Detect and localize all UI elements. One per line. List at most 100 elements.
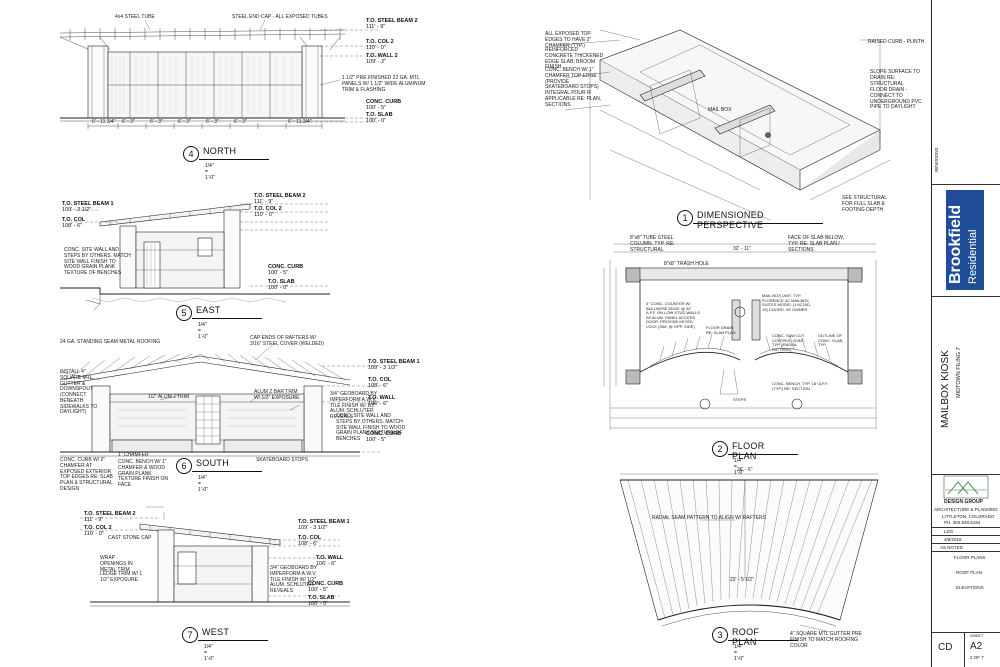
note-south-z-bar: ALUM Z BAR TRIM W/ 1/2" EXPOSURE xyxy=(254,390,302,402)
note-floor-drain: FLOOR DRAIN RE: SLAB PLAN xyxy=(706,326,736,335)
east-window xyxy=(198,238,212,256)
note-north-panels: 1 1/2" PRE FINISHED 22 GA. MTL PANELS W/… xyxy=(342,76,438,93)
sheet-contents-2: ROOF PLAN xyxy=(956,570,982,575)
west-column-left xyxy=(158,530,174,602)
sheet-label: SHEET xyxy=(970,634,983,639)
roof-plan xyxy=(620,474,878,632)
level-marker: T.O. COL 2110' - 0" xyxy=(366,40,394,52)
note-east-site-wall: CONC. SITE WALL AND STEPS BY OTHERS. MAT… xyxy=(64,248,132,277)
level-marker: T.O. STEEL BEAM 1109' - 3 1/2" xyxy=(298,520,350,532)
note-perspective-bench: CONC. BENCH W/ 1" CHAMFER TOP EDGE (PROV… xyxy=(545,68,603,108)
view-name: NORTH xyxy=(203,146,236,156)
note-south-gutter: INSTALL 4" SQUARE MTL GUTTER & DOWNSPOUT… xyxy=(60,370,104,416)
note-south-bench: CONC. BENCH W/ 1" CHAMFER & WOOD GRAIN P… xyxy=(118,460,176,489)
note-perspective-slope: SLOPE SURFACE TO DRAIN RE: STRUCTURAL xyxy=(870,70,922,87)
level-marker: T.O. STEEL BEAM 2111' - 9" xyxy=(84,512,136,524)
north-column-right xyxy=(302,46,322,118)
view-scale: 1/4" = 1'-0" xyxy=(198,475,208,493)
note-north-endcap: STEEL END CAP - ALL EXPOSED TUBES xyxy=(232,15,328,21)
note-perspective-mailbox: MAIL BOX xyxy=(708,108,731,114)
level-marker: T.O. STEEL BEAM 2111' - 9" xyxy=(254,194,306,206)
north-elevation xyxy=(60,20,380,129)
note-roof-span: 36' - 6" xyxy=(737,468,753,474)
level-marker: T.O. STEEL BEAM 1109' - 3 1/2" xyxy=(368,360,420,372)
note-floor-counter: 3" CONC. COUNTER W/ BULLNOSE EDGE @ 32" … xyxy=(646,302,700,330)
level-marker: T.O. STEEL BEAM 2111' - 9" xyxy=(366,19,418,31)
note-south-curb: CONC. CURB W/ 2" CHAMFER AT EXPOSED EXTE… xyxy=(60,458,116,493)
note-perspective-structural: SEE STRUCTURAL FOR FULL SLAB & FOOTING D… xyxy=(842,196,896,213)
view-number: 4 xyxy=(183,146,199,162)
view-name: SOUTH xyxy=(196,458,229,468)
north-column-left xyxy=(88,46,108,118)
note-north-tube: 4x4 STEEL TUBE xyxy=(115,15,155,21)
view-scale: 1/4" = 1'-0" xyxy=(198,322,208,340)
west-column-right xyxy=(252,546,268,602)
view-name: DIMENSIONED PERSPECTIVE xyxy=(697,210,764,230)
dim-label: 6' - 3" xyxy=(178,120,191,126)
note-south-site-wall: CONC. SITE WALL AND STEPS BY OTHERS. MAT… xyxy=(336,414,406,443)
view-scale: 1/4" = 1'-0" xyxy=(205,163,215,181)
view-name: WEST xyxy=(202,627,229,637)
south-column-right xyxy=(304,386,322,452)
view-number: 5 xyxy=(176,305,192,321)
firm-city: LITTLETON, COLORADO xyxy=(942,514,994,519)
issue-date: 4/8/2016 xyxy=(944,537,962,542)
east-door xyxy=(144,242,160,288)
view-scale: 1/4" = 1'-0" xyxy=(734,644,744,662)
note-floor-trash-hole: 8"x8" TRASH HOLE xyxy=(664,262,709,268)
note-roof-seam: RADIAL SEAM PATTERN TO ALIGN W/ RAFTERS xyxy=(652,516,766,522)
note-floor-steps: STEPS xyxy=(733,398,746,403)
note-south-skateboard-stops: SKATEBOARD STOPS xyxy=(256,458,308,464)
west-window xyxy=(178,552,196,584)
east-column-right xyxy=(224,210,240,288)
sheet-contents-3: ELEVATIONS xyxy=(956,585,984,590)
revision-header: REVISIONS xyxy=(934,147,939,172)
firm-tagline: ARCHITECTURE & PLANNING xyxy=(934,507,998,512)
note-west-ledge: LEDGE TRIM W/ 1 1/2" EXPOSURE xyxy=(100,572,146,584)
note-south-rafter-caps: CAP ENDS OF RAFTERS W/ 3/16" STEEL COVER… xyxy=(250,336,328,348)
south-bench-right xyxy=(224,440,302,452)
view-number: 6 xyxy=(176,458,192,474)
level-marker: T.O. COL108' - 6" xyxy=(298,536,321,548)
note-floor-slab-face: FACE OF SLAB BELOW, TYP. RE: SLAB PLAN /… xyxy=(788,236,848,253)
view-number: 3 xyxy=(712,627,728,643)
note-floor-span: 32' - 11" xyxy=(733,247,751,253)
dim-label: 6' - 3" xyxy=(234,120,247,126)
note-floor-columns: 8"x8" TUBE STEEL COLUMN, TYP. RE: STRUCT… xyxy=(630,236,690,253)
level-marker: T.O. WALL 2109' - 2" xyxy=(366,54,398,66)
note-floor-mailbox-unit: MAIL BOX UNIT, TYP. FLORENCE 4C MAILBOX … xyxy=(762,294,812,312)
sheet-contents-1: FLOOR PLANS xyxy=(954,555,986,560)
title-block: REVISIONS Brookfield Residential MAILBOX… xyxy=(931,0,1000,667)
south-bench-left xyxy=(112,440,192,452)
note-west-cap: CAST STONE CAP xyxy=(108,536,151,542)
firm-phone: PH. 303.948.6194 xyxy=(944,520,980,525)
note-floor-saw-cut: CONC. SAW CUT CONTROL JOINT, TYP. (RADIA… xyxy=(772,334,812,352)
level-marker: CONC. CURB100' - 5" xyxy=(268,265,303,277)
level-marker: T.O. COL108' - 6" xyxy=(62,218,85,230)
level-marker: T.O. COL 2110' - 0" xyxy=(254,207,282,219)
client-logo-subword: Residential xyxy=(965,230,981,284)
level-marker: T.O. SLAB100' - 0" xyxy=(366,113,393,125)
floor-plan-north-wall xyxy=(626,268,862,280)
dim-label: 6' - 3" xyxy=(122,120,135,126)
view-name: EAST xyxy=(196,305,221,315)
floor-drain xyxy=(766,133,771,138)
sheet-number: A2 xyxy=(970,641,982,653)
project-subdivision: MIDTOWN FILING 7 xyxy=(956,347,962,398)
dim-label: 6' - 11 3/4" xyxy=(92,120,115,126)
sheet-count: 2 OF 7 xyxy=(970,655,984,660)
phase-code: CD xyxy=(938,642,952,654)
note-south-j-trim: 1/2" ALUM J TRIM xyxy=(148,395,189,401)
dim-label: 6' - 3" xyxy=(150,120,163,126)
dimensioned-perspective xyxy=(560,30,890,220)
note-west-geoboard: 3/4" GEOBOARD BY IMPERFORM A.W.V. TILE F… xyxy=(270,566,322,595)
note-roof-gutter: 4" SQUARE MTL GUTTER PRE FINISH TO MATCH… xyxy=(790,632,864,649)
view-number: 2 xyxy=(712,441,728,457)
note-south-roofing: 24 GA. STANDING SEAM METAL ROOFING xyxy=(60,340,160,346)
mailbox-unit-right xyxy=(752,300,760,340)
view-scale: 1/4" = 1'-0" xyxy=(204,644,214,662)
drawing-scale: AS NOTED xyxy=(940,545,963,550)
client-logo-word: Brookfield xyxy=(946,205,966,284)
level-marker: CONC. CURB100' - 5" xyxy=(366,100,401,112)
